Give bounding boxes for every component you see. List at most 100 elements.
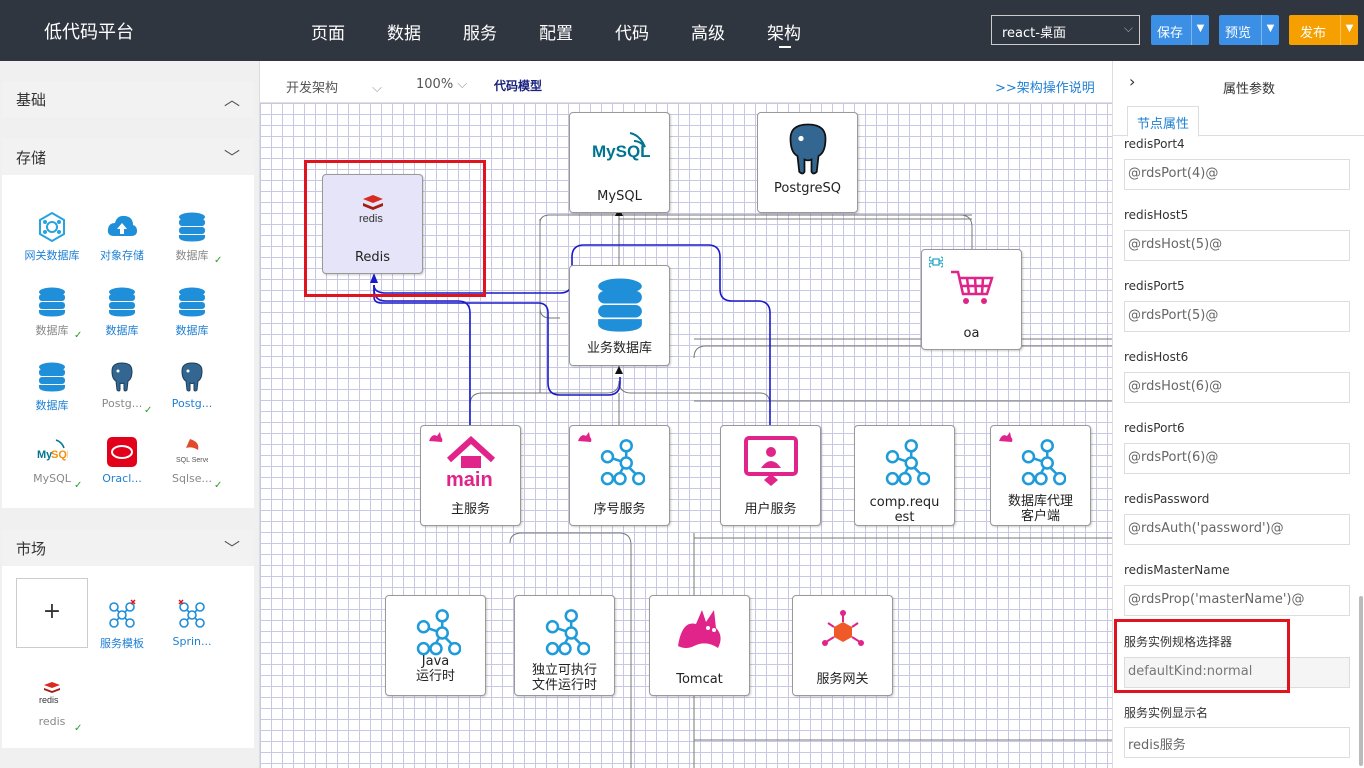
nav-item-data[interactable]: 数据	[387, 24, 421, 44]
sqlserver-logo-icon: SQL Server	[176, 439, 208, 464]
prop-input-redisHost5[interactable]: @rdsHost(5)@	[1124, 230, 1350, 261]
mysql-logo-icon: My SQL	[37, 439, 68, 461]
component-service-template[interactable]: 服务模板	[87, 599, 157, 665]
prop-label: redisMasterName	[1124, 563, 1230, 577]
node-user-service[interactable]: 用户服务	[720, 425, 821, 526]
component-label: 服务模板	[100, 637, 144, 650]
project-select[interactable]: react-桌面 ⌵	[991, 15, 1140, 45]
architecture-help-link[interactable]: >>架构操作说明	[995, 81, 1095, 96]
prop-input-instance-display-name[interactable]: redis服务	[1124, 727, 1350, 758]
component-database[interactable]: 数据库 ✓	[17, 286, 87, 352]
component-label: 数据库	[35, 324, 69, 337]
prop-input-redisPassword[interactable]: @rdsAuth('password')@	[1124, 514, 1350, 545]
component-mysql[interactable]: My SQL MySQL ✓	[17, 436, 87, 502]
node-comp-request[interactable]: comp.requ est	[854, 425, 955, 526]
postgres-elephant-icon	[789, 123, 826, 175]
node-db-proxy-client[interactable]: 数据库代理 客户端	[990, 425, 1091, 526]
nav-active-indicator	[779, 46, 791, 48]
plus-icon: +	[42, 599, 62, 624]
node-sequence-service[interactable]: 序号服务	[569, 425, 670, 526]
node-executable-runtime[interactable]: 独立可执行 文件运行时	[514, 595, 615, 696]
redis-logo-icon: redis	[359, 195, 383, 225]
section-basic[interactable]: 基础 ︿	[2, 81, 254, 117]
postgres-elephant-icon	[111, 362, 133, 392]
prop-input-redisMasterName[interactable]: @rdsProp('masterName')@	[1124, 585, 1350, 616]
save-dropdown-caret-icon[interactable]: ▼	[1191, 15, 1209, 45]
storage-components: 网关数据库 对象存储 数据库 ✓	[2, 175, 254, 508]
nav-item-pages[interactable]: 页面	[311, 24, 345, 44]
component-label: redis	[38, 715, 66, 728]
component-postgres[interactable]: Postg... ✓	[87, 361, 157, 427]
node-mysql[interactable]: MySQL MySQL	[569, 112, 670, 213]
node-main-service[interactable]: main 主服务	[420, 425, 521, 526]
nav-item-services[interactable]: 服务	[463, 24, 497, 44]
molecule-icon	[178, 599, 205, 628]
node-label-line2: 客户端	[1020, 509, 1060, 524]
publish-dropdown-caret-icon[interactable]: ▼	[1340, 15, 1358, 45]
nav-item-config[interactable]: 配置	[539, 24, 573, 44]
component-gateway-db[interactable]: 网关数据库	[17, 211, 87, 277]
svg-text:SQL: SQL	[51, 449, 68, 461]
database-icon	[179, 212, 205, 242]
node-postgresql[interactable]: PostgreSQ	[757, 112, 858, 213]
prop-input-redisPort4[interactable]: @rdsPort(4)@	[1124, 159, 1350, 190]
prop-input-redisPort5[interactable]: @rdsPort(5)@	[1124, 301, 1350, 332]
zoom-select[interactable]: 100% ⌵	[416, 77, 467, 92]
prop-input-redisPort6[interactable]: @rdsPort(6)@	[1124, 443, 1350, 474]
nav-item-code[interactable]: 代码	[615, 24, 649, 44]
node-java-runtime[interactable]: Java 运行时	[385, 595, 486, 696]
preview-button[interactable]: 预览 ▼	[1219, 15, 1279, 45]
node-oa[interactable]: oa	[921, 249, 1022, 350]
node-tomcat[interactable]: Tomcat	[649, 595, 750, 696]
component-postgres[interactable]: Postg...	[157, 361, 227, 427]
prop-label: redisPort6	[1124, 421, 1185, 435]
tab-node-properties[interactable]: 节点属性	[1127, 106, 1200, 137]
node-redis[interactable]: redis Redis	[322, 174, 423, 274]
prop-input-instance-spec-selector[interactable]: defaultKind:normal	[1124, 657, 1350, 688]
component-database[interactable]: 数据库 ✓	[157, 211, 227, 277]
code-model-tab[interactable]: 代码模型	[494, 79, 543, 93]
preview-button-label: 预览	[1225, 26, 1252, 41]
section-market[interactable]: 市场 ﹀	[2, 530, 254, 566]
prop-input-redisHost6[interactable]: @rdsHost(6)@	[1124, 372, 1350, 403]
main-logo-text: main	[446, 469, 493, 490]
preview-dropdown-caret-icon[interactable]: ▼	[1261, 15, 1279, 45]
component-oracle[interactable]: Oracl...	[87, 436, 157, 502]
properties-scrollbar[interactable]	[1359, 596, 1363, 766]
component-database[interactable]: 数据库	[87, 286, 157, 352]
component-sqlserver[interactable]: SQL Server Sqlse... ✓	[157, 436, 227, 502]
chevron-down-icon: ﹀	[223, 539, 240, 558]
mode-select[interactable]: 开发架构 ⌵	[286, 77, 382, 96]
prop-label: 服务实例显示名	[1124, 706, 1209, 720]
nav-item-advanced[interactable]: 高级	[691, 24, 725, 44]
node-business-db[interactable]: 业务数据库	[569, 265, 670, 366]
component-object-storage[interactable]: 对象存储	[87, 211, 157, 277]
chevron-down-icon: ﹀	[223, 148, 240, 167]
collapse-right-icon[interactable]: ›	[1129, 72, 1136, 91]
component-database[interactable]: 数据库	[157, 286, 227, 352]
section-storage[interactable]: 存储 ﹀	[2, 139, 254, 175]
component-redis[interactable]: redis redis ✓	[17, 679, 87, 745]
add-component-button[interactable]: +	[16, 578, 88, 648]
molecule-icon	[545, 609, 590, 656]
database-icon	[39, 287, 65, 317]
properties-title: 属性参数	[1223, 82, 1276, 97]
molecule-icon	[109, 599, 136, 628]
tomcat-cat-icon	[677, 610, 721, 648]
installed-check-icon: ✓	[144, 405, 153, 416]
publish-button[interactable]: 发布 ▼	[1289, 15, 1358, 45]
node-service-gateway[interactable]: 服务网关	[792, 595, 893, 696]
database-icon	[597, 278, 642, 332]
component-database[interactable]: 数据库	[17, 361, 87, 427]
component-spring[interactable]: Sprin...	[157, 599, 227, 665]
svg-text:SQL Server: SQL Server	[176, 457, 208, 464]
node-label-line2: est	[894, 510, 915, 525]
nav-item-architecture[interactable]: 架构	[767, 24, 801, 44]
market-components: + 服务模板	[2, 566, 254, 748]
save-button[interactable]: 保存 ▼	[1151, 15, 1209, 45]
node-label: 业务数据库	[586, 341, 652, 356]
properties-panel: › 属性参数 节点属性 redisPort4 @rdsPort(4)@ redi…	[1112, 61, 1364, 768]
installed-check-icon: ✓	[214, 255, 223, 266]
architecture-canvas[interactable]: redis Redis MySQL MySQL PostgreSQ	[260, 103, 1112, 768]
